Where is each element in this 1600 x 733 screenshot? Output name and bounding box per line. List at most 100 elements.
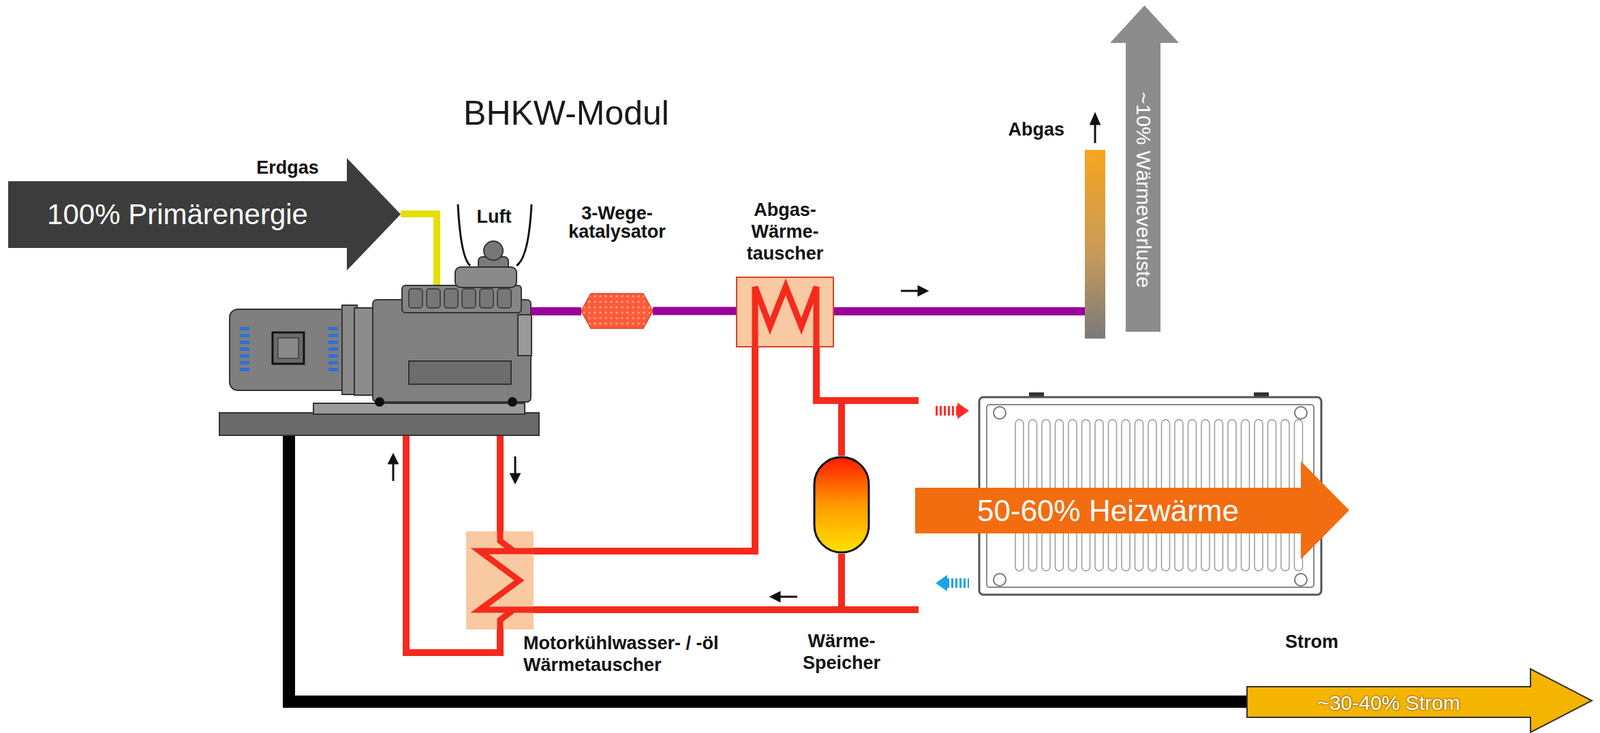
exhaust-pipe bbox=[652, 307, 737, 316]
node-outline bbox=[466, 531, 534, 630]
power-output-arrow: Strom~30-40% Strom bbox=[1247, 669, 1592, 733]
base-plate bbox=[313, 403, 525, 415]
flow-arrow bbox=[392, 462, 395, 482]
radiator bbox=[993, 573, 1006, 587]
air-intake bbox=[457, 204, 471, 266]
exchanger-coil bbox=[500, 609, 514, 630]
exchanger-box bbox=[466, 531, 534, 630]
arrow-shape bbox=[8, 158, 401, 271]
engine bbox=[372, 299, 531, 403]
part-label: Luft bbox=[470, 205, 518, 228]
vent-stripe bbox=[239, 340, 250, 345]
vent-stripe bbox=[239, 333, 250, 338]
cylinder-head bbox=[408, 288, 423, 309]
vent-stripe bbox=[328, 333, 338, 338]
node-outline bbox=[736, 277, 834, 347]
flow-arrow bbox=[1094, 122, 1097, 144]
flow-arrow bbox=[900, 286, 927, 296]
cylinder-head bbox=[444, 288, 458, 309]
vent-stripe bbox=[328, 354, 338, 358]
vent-stripe bbox=[328, 367, 338, 372]
exchanger-box bbox=[736, 277, 834, 347]
node-outline bbox=[812, 455, 871, 555]
node-outline bbox=[1084, 149, 1106, 339]
diagram-title: BHKW-Modul bbox=[429, 93, 703, 133]
exchanger-coil bbox=[755, 286, 817, 347]
radiator bbox=[993, 406, 1006, 420]
arrow-label: ~10% Wärmeverluste bbox=[1131, 91, 1155, 289]
inlet-arrow bbox=[935, 402, 969, 420]
flow-arrow bbox=[918, 286, 927, 296]
vent-stripe bbox=[328, 340, 338, 345]
engine bbox=[402, 285, 522, 313]
flow-arrow bbox=[389, 455, 520, 483]
part-label: Motorkühlwasser- / -öl Wärmetauscher bbox=[523, 632, 786, 677]
engine bbox=[354, 241, 532, 403]
arrow-shape bbox=[1247, 669, 1592, 733]
engine bbox=[517, 314, 532, 356]
part-label: Abgas- Wärme- tauscher bbox=[733, 199, 837, 266]
heat-storage-tank: Wärme- Speicher bbox=[812, 455, 871, 555]
energy-input-arrow: Erdgas100% Primärenergie bbox=[8, 158, 401, 271]
vent-stripe bbox=[328, 327, 338, 331]
cylinder-head bbox=[426, 288, 441, 309]
chimney: Abgas bbox=[1084, 149, 1106, 339]
arrow-label: ~30-40% Strom bbox=[1317, 690, 1460, 714]
base-plate bbox=[219, 412, 540, 436]
chimney-body bbox=[1084, 149, 1106, 339]
inlet-arrow bbox=[935, 406, 958, 416]
arrow-shape bbox=[1110, 5, 1179, 332]
part-label: Abgas bbox=[989, 118, 1065, 141]
radiator bbox=[1294, 573, 1307, 587]
tank-body bbox=[814, 457, 869, 553]
engine-cylinders bbox=[408, 288, 512, 309]
return-pipe bbox=[841, 606, 919, 614]
engine-foot bbox=[507, 397, 518, 407]
vent-stripe bbox=[239, 327, 250, 331]
vent-stripe bbox=[239, 354, 250, 358]
flow-arrow bbox=[511, 474, 520, 483]
flow-arrow bbox=[1090, 114, 1100, 125]
generator bbox=[229, 309, 353, 391]
gas-pipe bbox=[400, 213, 437, 290]
flow-arrow bbox=[778, 596, 798, 599]
outlet-arrow bbox=[935, 575, 969, 592]
inlet-arrow bbox=[957, 402, 969, 420]
catalyst-body bbox=[581, 293, 653, 329]
water-pipe bbox=[816, 346, 842, 456]
node-outline bbox=[581, 293, 653, 329]
part-label: Wärme- Speicher bbox=[795, 630, 888, 675]
flow-arrow bbox=[771, 592, 798, 602]
arrow-label: 100% Primärenergie bbox=[47, 198, 309, 231]
exchanger-coil bbox=[479, 551, 534, 610]
vent-stripe bbox=[328, 361, 338, 365]
catalyst: 3-Wege- katalysator bbox=[581, 293, 653, 329]
generator bbox=[278, 337, 299, 359]
cylinder-head bbox=[479, 288, 494, 309]
supply-pipe bbox=[841, 397, 919, 405]
part-label: 3-Wege- katalysator bbox=[556, 204, 679, 242]
exhaust-pipe bbox=[833, 307, 1085, 316]
cylinder-head bbox=[462, 288, 476, 309]
exchanger-coil bbox=[500, 531, 514, 552]
engine-foot bbox=[374, 397, 385, 407]
vent-stripe bbox=[328, 347, 338, 351]
vent-stripe bbox=[239, 367, 250, 372]
generator bbox=[272, 332, 304, 364]
heat-output-arrow: 50-60% Heizwärme bbox=[915, 461, 1350, 560]
outlet-arrow bbox=[935, 575, 948, 592]
air-intake bbox=[516, 204, 532, 266]
radiator bbox=[1294, 406, 1307, 420]
flow-arrow bbox=[771, 592, 780, 602]
exhaust-pipe bbox=[530, 307, 582, 316]
engine bbox=[408, 361, 512, 385]
flow-arrow bbox=[1090, 114, 1100, 144]
vent-stripe bbox=[239, 361, 250, 365]
vent-stripe bbox=[239, 347, 250, 351]
exhaust-heat-exchanger: Abgas- Wärme- tauscher bbox=[736, 277, 834, 347]
generator-vents bbox=[239, 327, 338, 372]
cylinder-head bbox=[497, 288, 512, 309]
